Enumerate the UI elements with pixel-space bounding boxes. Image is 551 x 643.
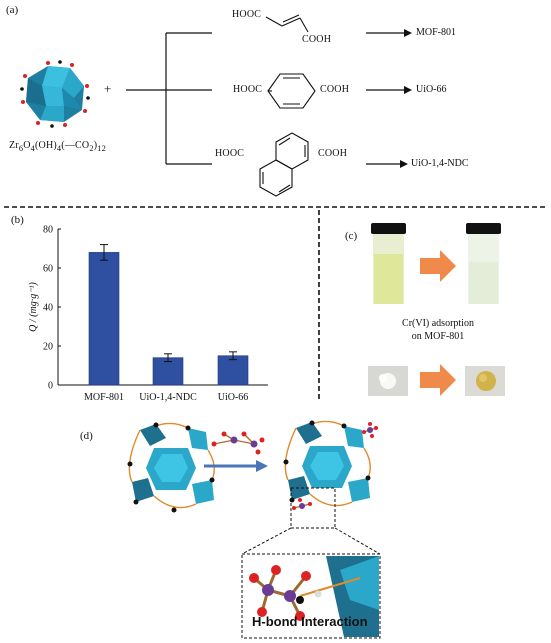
bar: [152, 357, 184, 386]
product-uio-66: UiO-66: [416, 84, 447, 95]
reaction-bracket: [126, 32, 212, 165]
y-tick-label: 40: [43, 303, 53, 314]
product-mof-801: MOF-801: [416, 27, 457, 38]
y-tick-label: 0: [48, 381, 53, 392]
plus-sign: +: [104, 81, 112, 96]
terephthalic-ring: [267, 73, 316, 109]
panel-d-label: (d): [80, 430, 93, 442]
cluster-formula: Zr6O4(OH)4(—CO2)12: [9, 140, 106, 153]
linker2-left-group: HOOC: [233, 84, 263, 95]
powder-after-image: [465, 366, 505, 396]
caption-line-2: on MOF-801: [411, 331, 465, 342]
zoom-callout: [241, 487, 381, 639]
x-tick-label: MOF-801: [84, 392, 124, 403]
mof-framework-right-image: [283, 420, 378, 510]
linker1-right-group: COOH: [302, 34, 332, 45]
h-bond-inset-image: [249, 556, 379, 637]
y-tick-label: 60: [43, 264, 53, 275]
cr-molecule-icon: [211, 431, 265, 455]
mof-framework-left-image: [126, 422, 216, 513]
linker3-left-group: HOOC: [215, 148, 245, 159]
linker3-right-group: COOH: [318, 148, 348, 159]
caption-line-1: Cr(VI) adsorption: [402, 318, 474, 329]
blue-arrow: [204, 460, 268, 472]
h-bond-label: H-bond Interaction: [252, 614, 368, 629]
product-arrows: [366, 29, 412, 168]
panel-c-label: (c): [345, 230, 358, 242]
orange-arrow-2: [420, 364, 456, 396]
vial-before-image: [371, 223, 406, 304]
vial-after-image: [466, 223, 501, 304]
product-uio-ndc: UiO-1,4-NDC: [411, 158, 469, 169]
y-tick-label: 20: [43, 342, 53, 353]
x-tick-label: UiO-66: [218, 392, 249, 403]
y-axis-label: Q / (mg·g⁻¹): [28, 282, 39, 332]
zr-cluster-icon: [20, 60, 90, 128]
bar: [88, 252, 120, 386]
bar: [217, 355, 249, 386]
orange-arrow: [420, 250, 456, 282]
powder-before-image: [368, 366, 408, 396]
naphthalene-structure: [259, 132, 309, 197]
linker2-right-group: COOH: [320, 84, 350, 95]
y-tick-label: 80: [43, 225, 53, 236]
bar-chart: 0 20 40 60 80 Q / (mg·g⁻¹) MOF-801 UiO-1,4-NDC U…: [28, 225, 268, 403]
x-tick-label: UiO-1,4-NDC: [139, 392, 197, 403]
panel-a-label: (a): [6, 4, 19, 16]
linker1-left-group: HOOC: [232, 9, 262, 20]
panel-b-label: (b): [11, 214, 24, 226]
fumaric-acid-structure: [265, 14, 309, 33]
